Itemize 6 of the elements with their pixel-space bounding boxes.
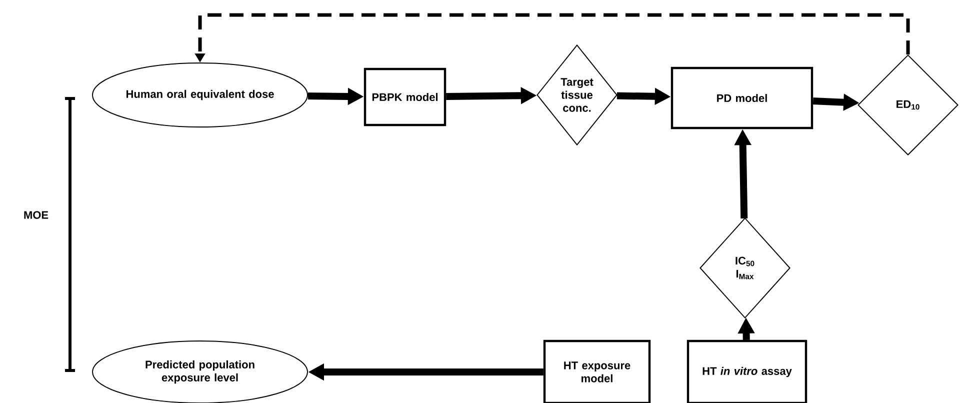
process-box: HT in vitro assay — [686, 340, 808, 403]
process-box: PBPK model — [364, 68, 446, 126]
oval-node: Human oral equivalent dose — [92, 62, 308, 128]
process-box: PD model — [670, 66, 814, 130]
measure-label: MOE — [24, 211, 48, 219]
process-box: HT exposure model — [543, 340, 651, 403]
